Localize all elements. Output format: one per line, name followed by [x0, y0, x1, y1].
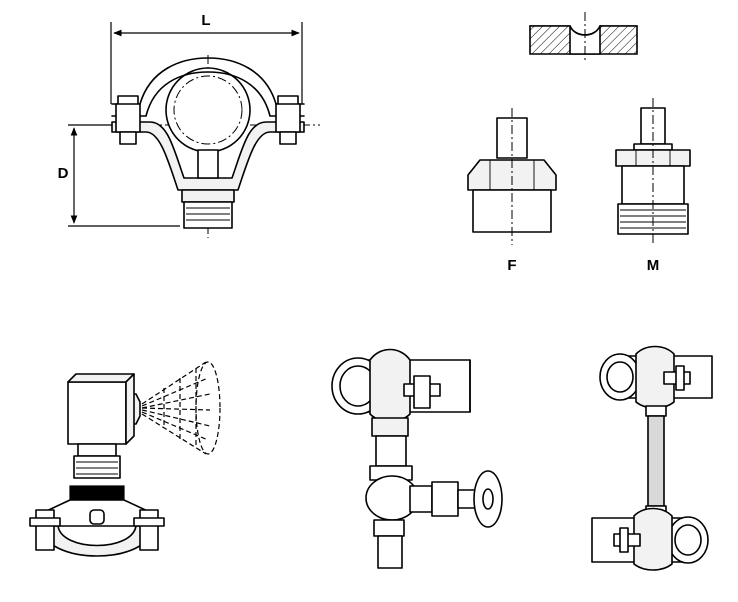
valve-clamp-assembly — [331, 348, 503, 569]
pipe-clamp-drawing: L D — [58, 12, 320, 238]
bridge-clamp-assembly — [591, 345, 713, 571]
bolt-left — [115, 95, 141, 145]
male-label: M — [647, 257, 660, 274]
pipe-section — [165, 67, 251, 153]
handwheel — [473, 470, 503, 528]
length-dimension: L — [110, 12, 303, 104]
outlet-thread — [183, 201, 233, 229]
saddle-body — [111, 121, 305, 191]
bolt-right — [275, 95, 301, 145]
female-label: F — [507, 257, 516, 274]
depth-label: D — [58, 165, 69, 182]
seat-section — [529, 12, 638, 62]
bottom-pipe-end — [667, 516, 709, 564]
connecting-rod — [647, 415, 665, 507]
spray-pattern — [141, 361, 221, 455]
top-pipe-end — [599, 353, 641, 401]
nozzle-female: F — [467, 108, 557, 274]
spray-solenoid-assembly — [29, 361, 221, 557]
length-label: L — [201, 12, 210, 29]
solenoid-coil — [67, 381, 127, 445]
nozzle-male: M — [615, 98, 691, 274]
